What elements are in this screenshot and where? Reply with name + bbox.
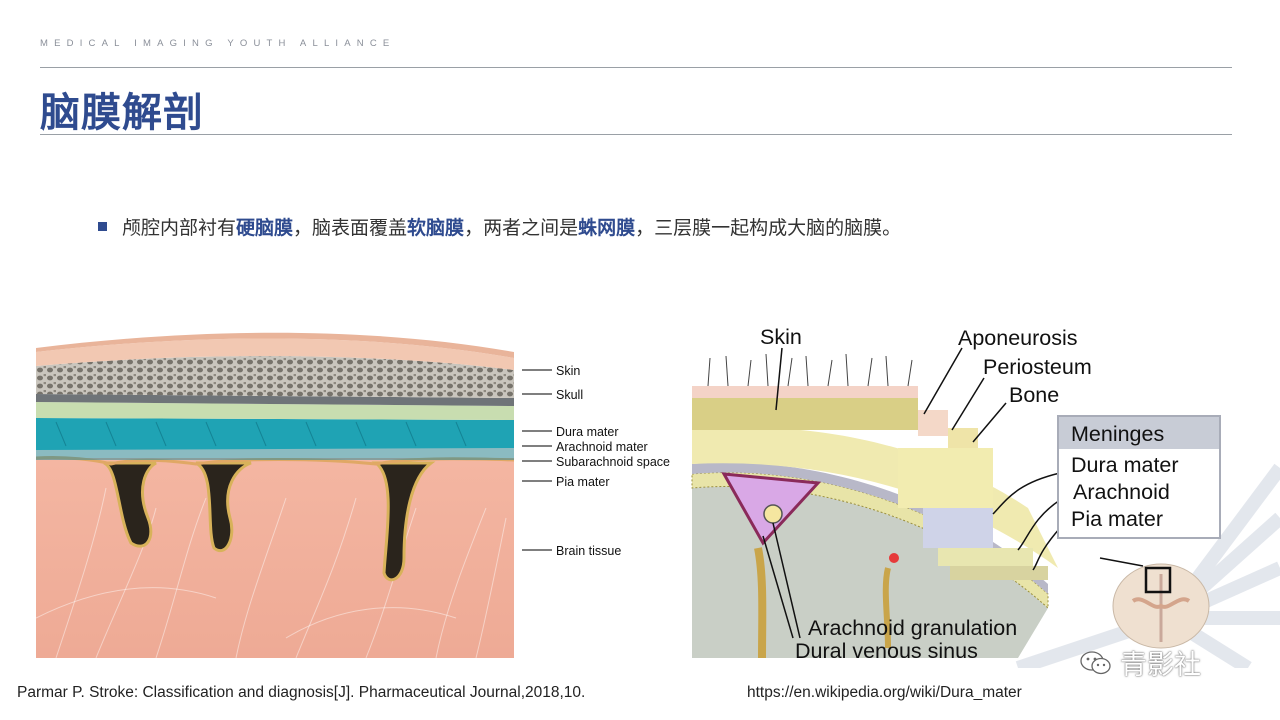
label-dura-mater: Dura mater <box>556 425 619 439</box>
bullet-point: 颅腔内部衬有硬脑膜，脑表面覆盖软脑膜，两者之间是蛛网膜，三层膜一起构成大脑的脑膜… <box>98 213 901 240</box>
zoom-box <box>1144 566 1172 594</box>
highlight-arachnoid: 蛛网膜 <box>578 217 636 239</box>
label-skull: Skull <box>556 388 583 402</box>
label-periosteum: Periosteum <box>983 355 1092 379</box>
label-brain-tissue: Brain tissue <box>556 544 621 558</box>
label-arachnoid: Arachnoid <box>1073 480 1170 504</box>
label-bone: Bone <box>1009 383 1059 407</box>
top-divider <box>40 67 1232 68</box>
brain-thumbnail <box>1112 563 1210 649</box>
brand-tagline: MEDICAL IMAGING YOUTH ALLIANCE <box>40 38 396 49</box>
scalp-meninges-diagram: Skin Aponeurosis Periosteum Bone Meninge… <box>691 325 1280 668</box>
bullet-square-icon <box>98 222 107 231</box>
page-title: 脑膜解剖 <box>40 90 204 136</box>
watermark: 青影社 <box>1080 643 1201 682</box>
label-meninges: Meninges <box>1071 422 1164 446</box>
bullet-text-part: ，脑表面覆盖 <box>293 217 408 239</box>
label-arachnoid-mater: Arachnoid mater <box>556 440 648 454</box>
highlight-pia: 软脑膜 <box>407 217 465 239</box>
citation-left: Parmar P. Stroke: Classification and dia… <box>17 684 586 701</box>
label-arachnoid-granulation: Arachnoid granulation <box>808 616 1017 640</box>
label-pia-mater: Pia mater <box>1071 507 1163 531</box>
highlight-dura: 硬脑膜 <box>236 217 294 239</box>
brain-region <box>692 486 1048 658</box>
label-aponeurosis: Aponeurosis <box>958 326 1078 350</box>
meninges-cross-section-illustration: Skin Skull Dura mater Arachnoid mater Su… <box>36 332 670 659</box>
label-dura-mater: Dura mater <box>1071 453 1179 477</box>
bullet-text-part: ，三层膜一起构成大脑的脑膜。 <box>635 217 902 239</box>
label-subarachnoid-space: Subarachnoid space <box>556 455 670 469</box>
label-dural-venous-sinus: Dural venous sinus <box>795 639 978 663</box>
bullet-text: 颅腔内部衬有硬脑膜，脑表面覆盖软脑膜，两者之间是蛛网膜，三层膜一起构成大脑的脑膜… <box>122 213 901 240</box>
dura-step <box>923 508 993 548</box>
dura-mater-layer <box>36 418 514 450</box>
brain-tissue-layer <box>36 458 514 658</box>
label-skin: Skin <box>760 325 802 349</box>
bone-layer <box>692 427 1058 568</box>
arachnoid-granulation <box>763 504 783 524</box>
skin-layer <box>36 338 514 370</box>
bullet-text-part: 颅腔内部衬有 <box>122 217 237 239</box>
citation-right: https://en.wikipedia.org/wiki/Dura_mater <box>747 684 1022 701</box>
title-divider <box>40 134 1232 135</box>
watermark-text: 青影社 <box>1120 650 1201 681</box>
label-skin: Skin <box>556 364 580 378</box>
skull-layer <box>36 355 514 398</box>
bullet-text-part: ，两者之间是 <box>464 217 579 239</box>
label-pia-mater: Pia mater <box>556 475 610 489</box>
wechat-icon <box>1080 650 1111 674</box>
